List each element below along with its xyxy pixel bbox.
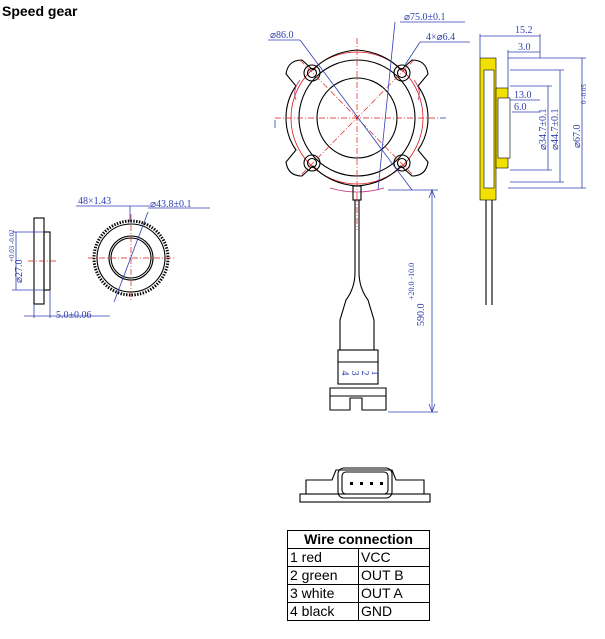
signal-cell: VCC [358, 548, 430, 567]
table-row: 2 green OUT B [287, 566, 430, 585]
table-row: 3 white OUT A [287, 584, 430, 603]
dim-d43: ⌀43.8±0.1 [150, 199, 192, 210]
dim-h6: 6.0 [514, 102, 527, 113]
pin-3: 3 [349, 371, 360, 376]
table-header-row: Wire connection [287, 530, 430, 549]
dim-d34: ⌀34.7±0.1 [538, 108, 549, 150]
wire-cell: 4 black [287, 602, 359, 621]
dim-holes: 4×⌀6.4 [426, 32, 455, 43]
dim-d67: ⌀67.0 [572, 124, 583, 148]
table-row: 1 red VCC [287, 548, 430, 567]
connector-end-view [299, 467, 431, 503]
signal-cell: OUT B [358, 566, 430, 585]
sensor-side-view [479, 34, 586, 305]
sensor-front-view [268, 21, 470, 196]
dim-w3: 3.0 [518, 42, 531, 53]
dim-d27-tol: +0.03 -0.02 [8, 229, 16, 262]
gear-side-view [12, 217, 110, 318]
dim-w15: 15.2 [515, 25, 533, 36]
wire-cell: 2 green [287, 566, 359, 585]
pin-1: 1 [369, 371, 380, 376]
signal-cell: GND [358, 602, 430, 621]
dim-d27: ⌀27.0 [14, 259, 25, 283]
dim-teeth: 48×1.43 [78, 196, 111, 207]
table-heading: Wire connection [287, 530, 430, 549]
pin-4: 4 [339, 371, 350, 376]
page-title: Speed gear [2, 3, 78, 19]
gear-front-view [76, 205, 210, 303]
wire-cell: 3 white [287, 584, 359, 603]
cable-and-connector [329, 185, 438, 414]
dim-cable: 590.0 [416, 304, 427, 327]
dim-d86: ⌀86.0 [270, 30, 294, 41]
table-row: 4 black GND [287, 602, 430, 621]
pin-2: 2 [359, 371, 370, 376]
dim-h13: 13.0 [514, 90, 532, 101]
dim-d44: ⌀44.7±0.1 [550, 108, 561, 150]
wire-connection-table: Wire connection 1 red VCC 2 green OUT B … [287, 530, 430, 621]
dim-cable-tol: +20.0 -10.0 [407, 263, 416, 300]
dim-t5: 5.0±0.06 [56, 310, 92, 321]
dim-d67-tol: 0 -0.05 [580, 84, 588, 104]
signal-cell: OUT A [358, 584, 430, 603]
wire-cell: 1 red [287, 548, 359, 567]
dim-d75: ⌀75.0±0.1 [404, 12, 446, 23]
